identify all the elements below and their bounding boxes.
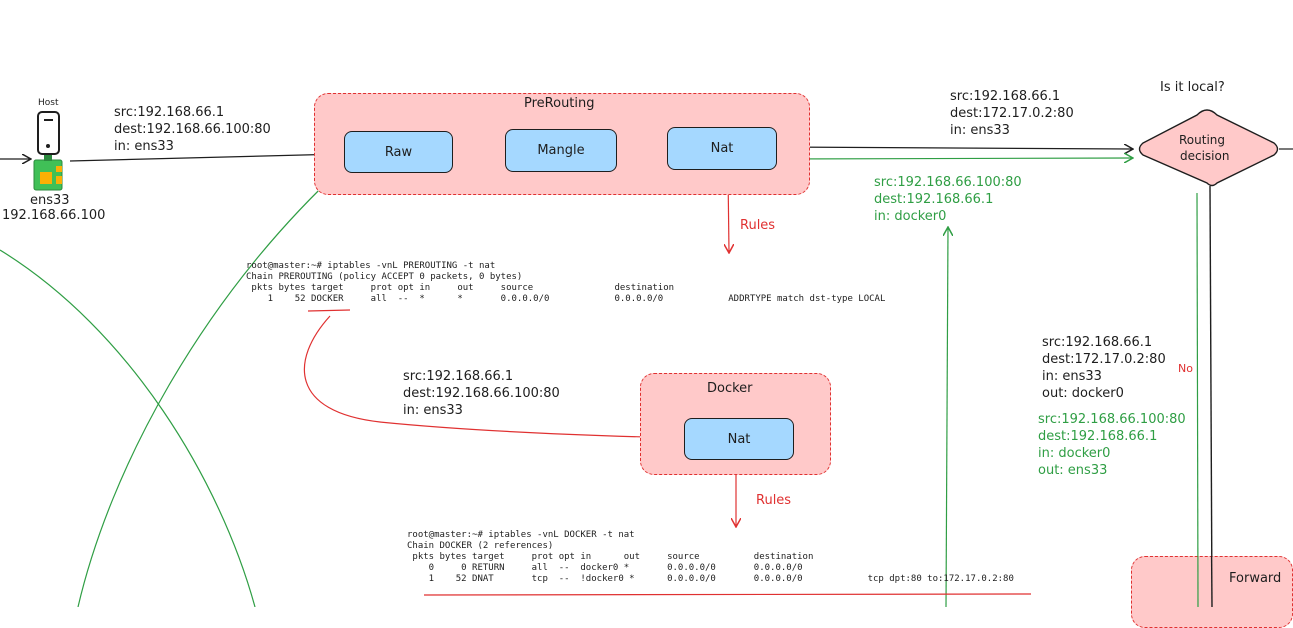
routing-lines-overlay (0, 0, 1293, 607)
